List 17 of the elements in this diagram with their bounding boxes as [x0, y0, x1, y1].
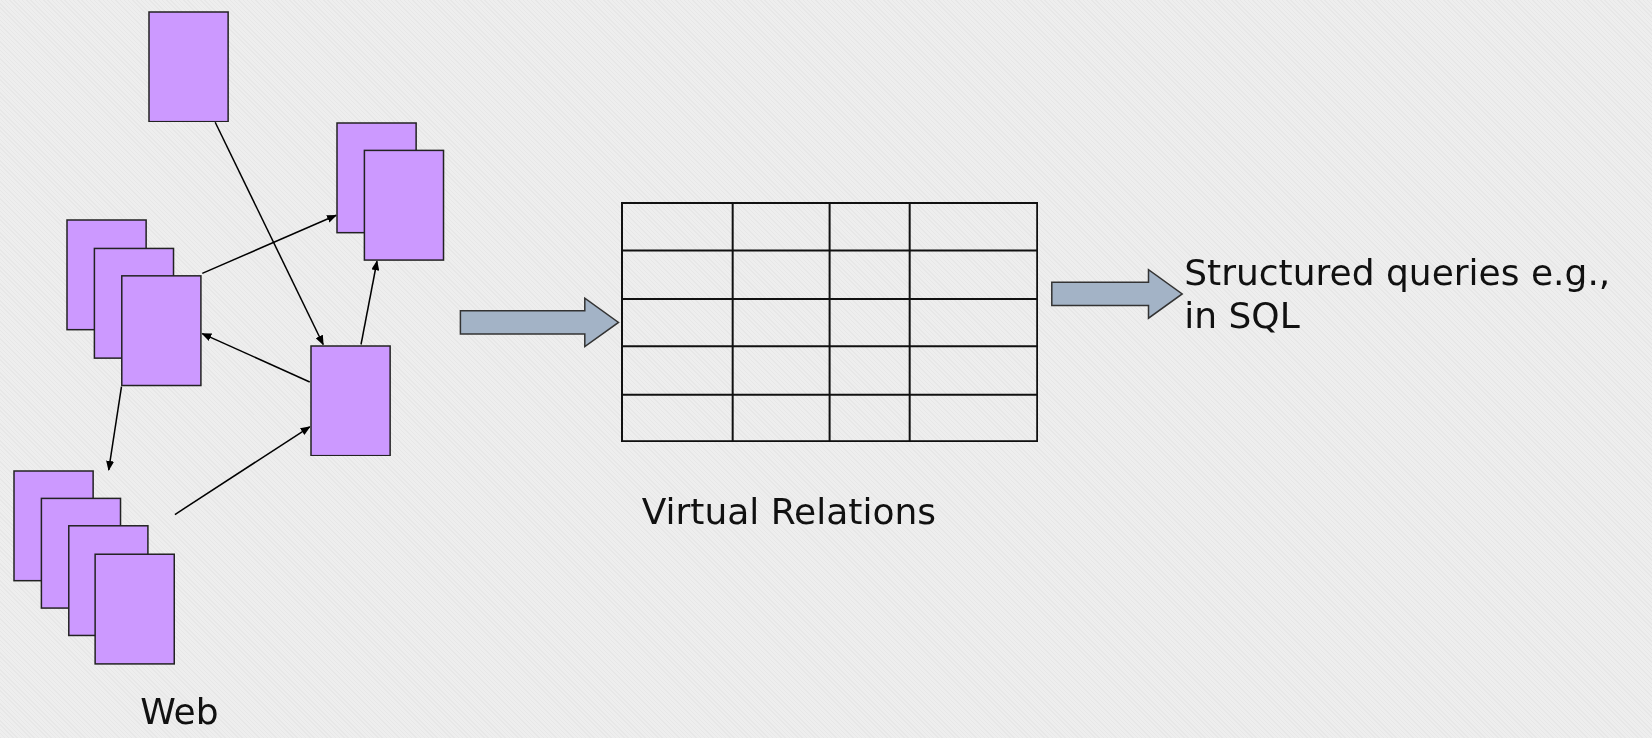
- arrow: [201, 332, 311, 383]
- page-drawing: [147, 10, 229, 123]
- arrow: [201, 214, 337, 275]
- page-stack-drawing: [12, 469, 175, 665]
- page-stack-drawing: [336, 122, 445, 262]
- arrow: [174, 426, 311, 516]
- arrow: [360, 260, 380, 346]
- cluster-label: Web: [140, 690, 219, 734]
- arrow: [214, 121, 324, 346]
- page-stack-drawing: [66, 219, 203, 387]
- page-drawing: [309, 344, 391, 457]
- table-caption: Virtual Relations: [641, 489, 937, 534]
- block-arrow: [459, 296, 620, 349]
- node-text: Structured queries e.g., in SQL: [1184, 250, 1612, 338]
- arrow: [106, 385, 123, 471]
- table-grid: [620, 202, 1038, 443]
- block-arrow: [1051, 268, 1184, 320]
